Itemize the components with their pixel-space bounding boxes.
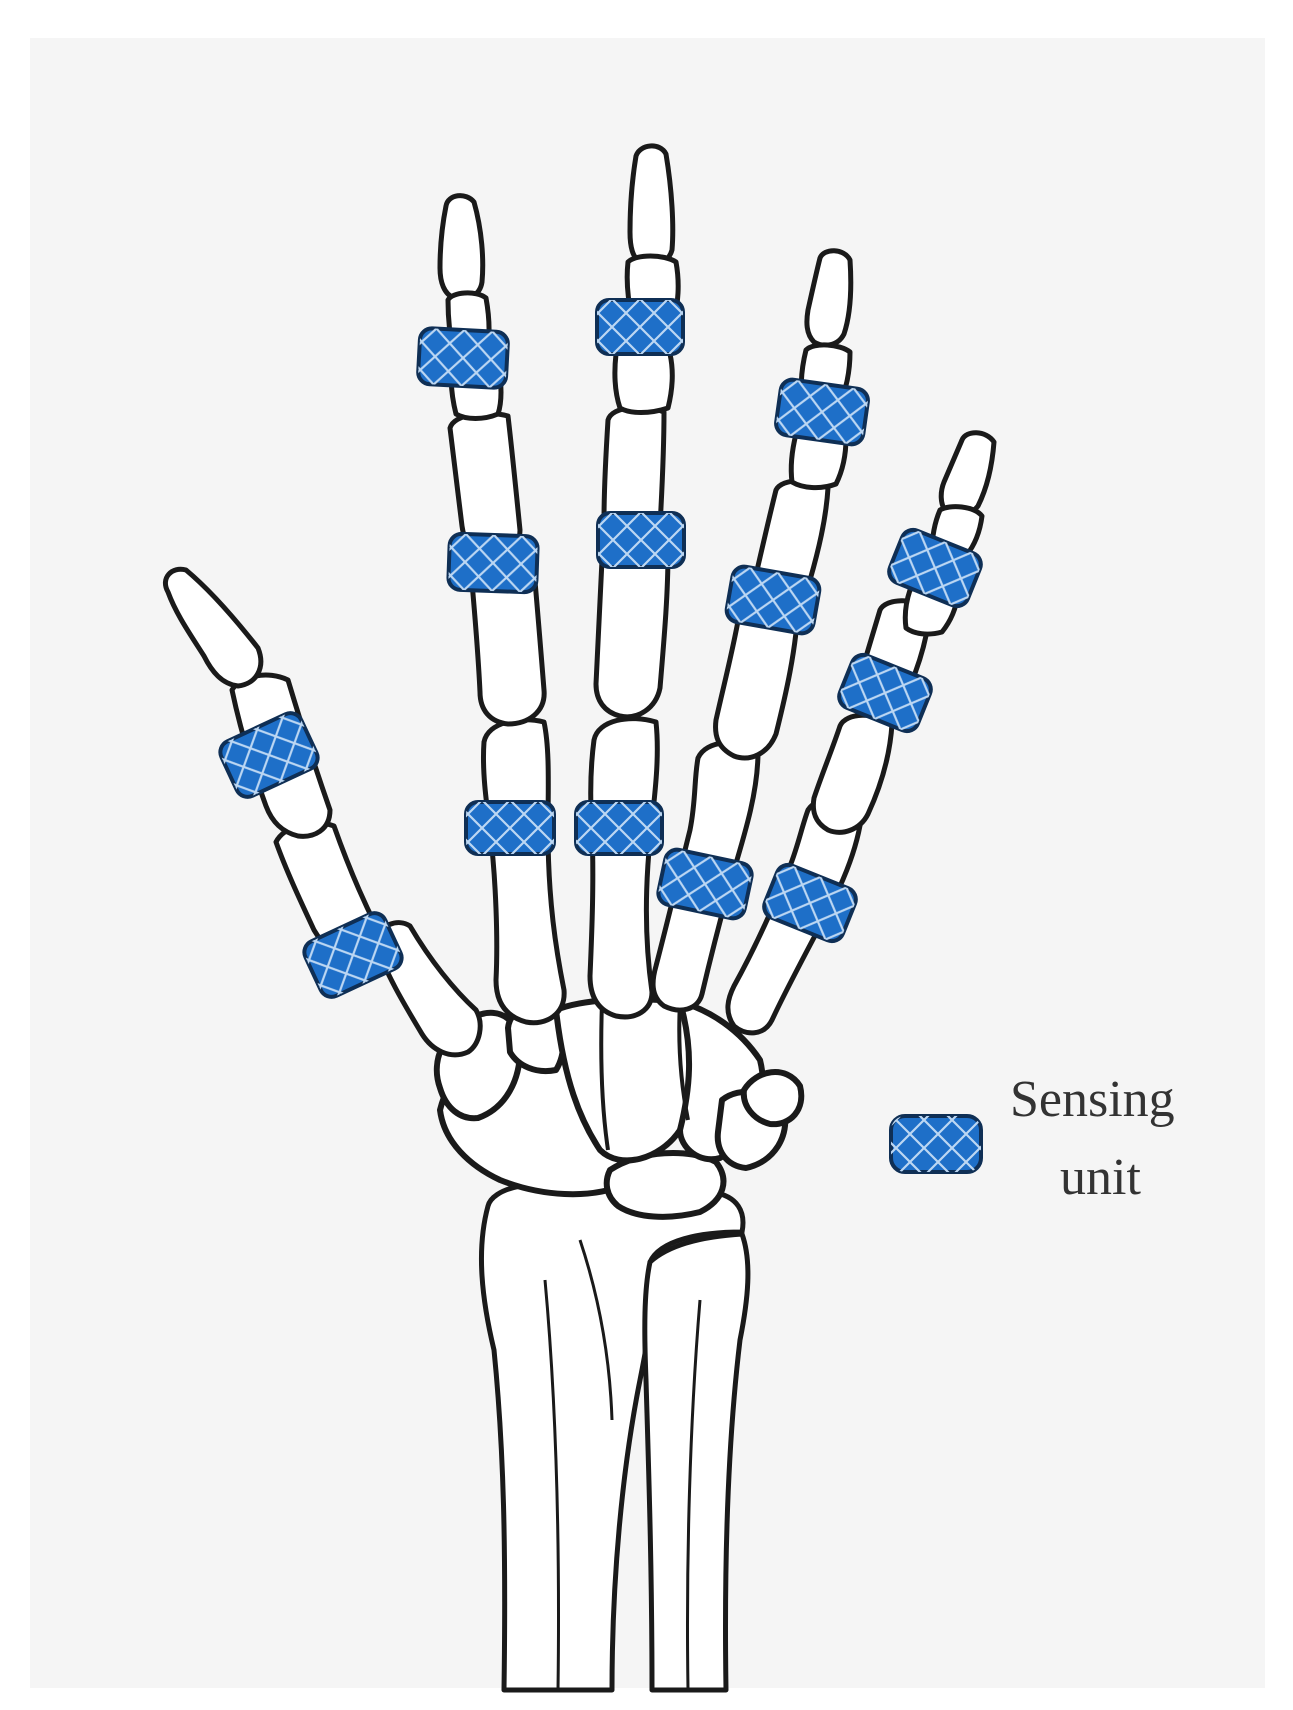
ulna-shading bbox=[686, 1299, 702, 1691]
sensing-unit-thumb-1 bbox=[218, 711, 320, 799]
legend-label-line1: Sensing bbox=[1010, 1071, 1175, 1128]
radius-shading-2 bbox=[578, 1239, 614, 1421]
sensing-unit-index-2 bbox=[446, 531, 540, 595]
middle-middle-joint bbox=[612, 345, 675, 415]
legend-label-line2: unit bbox=[1060, 1149, 1141, 1206]
sensing-unit-ring-3 bbox=[656, 847, 754, 921]
sensing-unit-little-3 bbox=[762, 862, 858, 944]
middle-distal-phalanx bbox=[627, 143, 676, 268]
pisiform-bone bbox=[740, 1069, 805, 1128]
carpal-line-2 bbox=[677, 1001, 690, 1121]
sensing-unit-ring-2 bbox=[724, 564, 822, 636]
radius-shading bbox=[543, 1279, 560, 1691]
thumb-distal-phalanx bbox=[162, 566, 264, 689]
sensing-units bbox=[218, 298, 983, 999]
carpal-line bbox=[599, 1001, 610, 1151]
lunate-bone bbox=[603, 1150, 727, 1220]
metacarpal-bones bbox=[371, 716, 865, 1058]
carpal-bones bbox=[433, 996, 805, 1220]
sensing-unit-index-1 bbox=[416, 326, 510, 390]
sensing-unit-middle-3 bbox=[574, 800, 664, 856]
sensing-unit-little-1 bbox=[887, 527, 983, 609]
middle-metacarpal bbox=[587, 716, 660, 1020]
index-distal-phalanx bbox=[437, 193, 486, 302]
middle-proximal-phalanx bbox=[593, 543, 671, 720]
sensing-unit-thumb-2 bbox=[302, 911, 404, 999]
legend: Sensing unit bbox=[889, 1071, 1175, 1206]
sensing-unit-ring-1 bbox=[774, 377, 870, 447]
forearm-bones bbox=[478, 1179, 751, 1693]
ulna-bone bbox=[642, 1231, 751, 1693]
sensing-unit-middle-1 bbox=[595, 298, 685, 356]
sensing-unit-index-3 bbox=[464, 800, 556, 856]
sensing-unit-icon bbox=[889, 1114, 983, 1174]
sensing-unit-little-2 bbox=[837, 652, 933, 734]
sensing-unit-middle-2 bbox=[596, 511, 686, 569]
